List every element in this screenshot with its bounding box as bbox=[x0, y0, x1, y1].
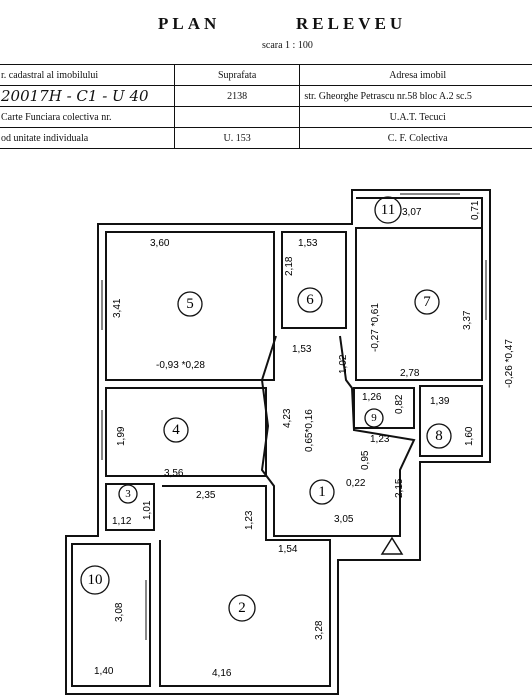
title-releveu: RELEVEU bbox=[296, 14, 407, 33]
room-3-wall bbox=[105, 483, 155, 531]
dimension-label: 2,35 bbox=[196, 490, 216, 501]
room-8-wall bbox=[419, 385, 483, 457]
outer-wall bbox=[65, 189, 491, 695]
room-10-wall bbox=[71, 543, 151, 687]
room-6-label: 6 bbox=[306, 292, 314, 308]
dimension-label: 3,60 bbox=[150, 238, 170, 249]
table-row: od unitate individuala U. 153 C. F. Cole… bbox=[0, 127, 532, 149]
room-1-circle bbox=[309, 479, 335, 505]
room-2-wall bbox=[159, 485, 331, 687]
dimension-label: 1,39 bbox=[430, 396, 450, 407]
dimension-label: 3,07 bbox=[402, 207, 422, 218]
room-9-label: 9 bbox=[371, 412, 377, 424]
room-5-wall bbox=[105, 231, 275, 381]
room-4-label: 4 bbox=[172, 422, 180, 438]
dimension-label: 3,41 bbox=[112, 298, 123, 318]
dimension-label: 2,18 bbox=[284, 256, 295, 276]
dimension-label: 2,15 bbox=[394, 478, 405, 498]
room-8-label: 8 bbox=[435, 428, 443, 444]
room-5-circle bbox=[177, 291, 203, 317]
dimension-label: 1,26 bbox=[362, 392, 382, 403]
dimension-label: 0,65*0,16 bbox=[304, 409, 315, 452]
dimension-label: 3,37 bbox=[462, 310, 473, 330]
dimension-label: 1,23 bbox=[244, 510, 255, 530]
dimension-label: 1,60 bbox=[464, 426, 475, 446]
dimension-label: 4,23 bbox=[282, 408, 293, 428]
dimension-label: 1,53 bbox=[292, 344, 312, 355]
corridor-1-wall bbox=[260, 335, 416, 537]
table-cell: od unitate individuala bbox=[0, 127, 175, 149]
table-cell: U. 153 bbox=[173, 127, 301, 149]
room-7-label: 7 bbox=[423, 294, 431, 310]
room-4-circle bbox=[163, 417, 189, 443]
room-7-wall bbox=[355, 227, 483, 381]
plan-title: PLAN RELEVEU bbox=[0, 14, 532, 38]
entrance-icon bbox=[380, 536, 404, 555]
room-9-wall bbox=[353, 387, 415, 429]
room-5-label: 5 bbox=[186, 296, 194, 312]
dimension-label: 0,71 bbox=[470, 200, 481, 220]
scale-label: scara 1 : 100 bbox=[262, 40, 313, 51]
room-11-label: 11 bbox=[381, 202, 395, 218]
dimension-label: 1,40 bbox=[94, 666, 114, 677]
dimension-label: 4,16 bbox=[212, 668, 232, 679]
dimension-label: -0,26 *0,47 bbox=[504, 339, 515, 388]
room-2-circle bbox=[228, 594, 256, 622]
room-1-label: 1 bbox=[318, 484, 326, 500]
room-10-circle bbox=[80, 565, 110, 595]
dimension-label: 3,05 bbox=[334, 514, 354, 525]
room-11-circle bbox=[374, 196, 402, 224]
dimension-label: 1,02 bbox=[338, 354, 349, 374]
dimension-label: 1,99 bbox=[116, 426, 127, 446]
room-11-wall bbox=[356, 197, 483, 228]
dimension-label: -0,27 *0,61 bbox=[370, 303, 381, 352]
room-6-wall bbox=[281, 231, 347, 329]
dimension-label: 2,78 bbox=[400, 368, 420, 379]
dimension-label: 0,82 bbox=[394, 394, 405, 414]
dimension-label: 1,01 bbox=[142, 500, 153, 520]
info-table: r. cadastral al imobilului Suprafata Adr… bbox=[0, 64, 532, 149]
room-8-circle bbox=[426, 423, 452, 449]
dimension-label: 1,23 bbox=[370, 434, 390, 445]
dimension-label: 0,95 bbox=[360, 450, 371, 470]
table-row: r. cadastral al imobilului Suprafata Adr… bbox=[0, 64, 532, 86]
dimension-label: 1,53 bbox=[298, 238, 318, 249]
windows bbox=[101, 193, 487, 666]
room-2-label: 2 bbox=[238, 600, 246, 616]
room-9-circle bbox=[364, 408, 384, 428]
title-plan: PLAN bbox=[158, 14, 221, 33]
room-3-label: 3 bbox=[125, 488, 131, 500]
dimension-label: -0,93 *0,28 bbox=[156, 360, 205, 371]
walls bbox=[65, 189, 491, 695]
dimension-label: 3,28 bbox=[314, 620, 325, 640]
dimension-label: 3,56 bbox=[164, 468, 184, 479]
dimension-label: 3,08 bbox=[114, 602, 125, 622]
room-10-label: 10 bbox=[88, 572, 103, 588]
room-6-circle bbox=[297, 287, 323, 313]
dimension-label: 0,22 bbox=[346, 478, 366, 489]
dimension-label: 1,54 bbox=[278, 544, 298, 555]
table-cell: C. F. Colectiva bbox=[299, 127, 532, 149]
dimension-label: 1,12 bbox=[112, 516, 132, 527]
room-3-circle bbox=[118, 484, 138, 504]
room-4-wall bbox=[105, 387, 267, 477]
room-7-circle bbox=[414, 289, 440, 315]
